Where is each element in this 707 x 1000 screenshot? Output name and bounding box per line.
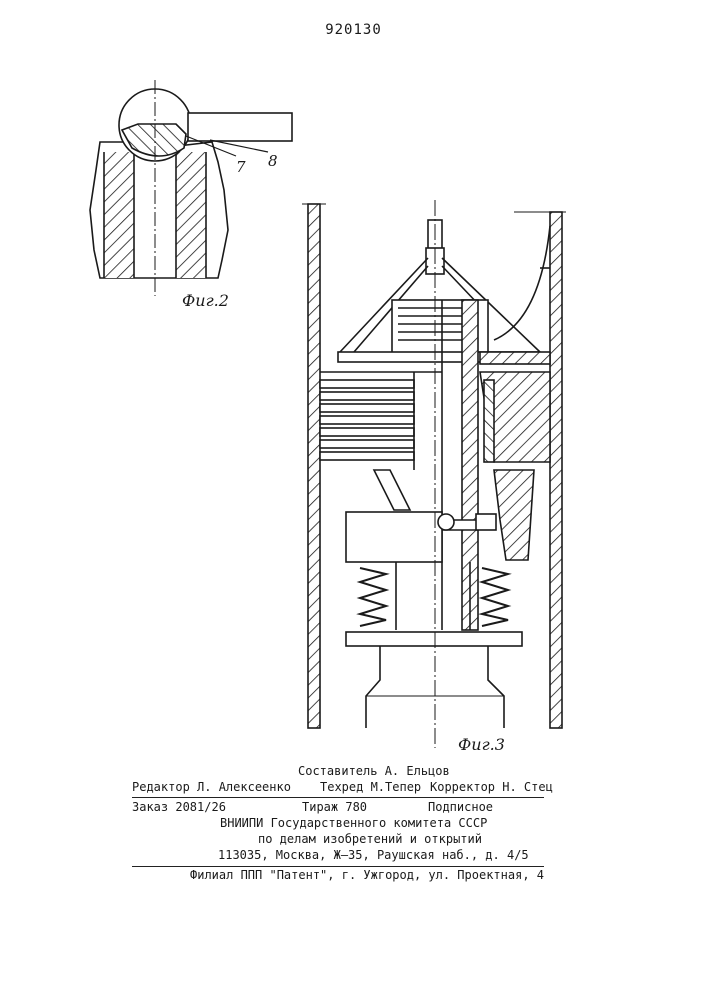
- techred-line: Техред М.Тепер: [320, 780, 421, 794]
- address-line: 113035, Москва, Ж–35, Раушская наб., д. …: [218, 848, 529, 862]
- circulation-line: Тираж 780: [302, 800, 367, 814]
- order-line: Заказ 2081/26: [132, 800, 226, 814]
- corrector-line: Корректор Н. Стец: [430, 780, 553, 794]
- subscription-line: Подписное: [428, 800, 493, 814]
- divider-bottom: [132, 866, 544, 867]
- organization-line-2: по делам изобретений и открытий: [258, 832, 482, 846]
- editor-line: Редактор Л. Алексеенко: [132, 780, 291, 794]
- organization-line-1: ВНИИПИ Государственного комитета СССР: [220, 816, 487, 830]
- branch-line: Филиал ППП "Патент", г. Ужгород, ул. Про…: [190, 868, 544, 882]
- divider-top: [132, 797, 544, 798]
- compiler-line: Составитель А. Ельцов: [298, 764, 450, 778]
